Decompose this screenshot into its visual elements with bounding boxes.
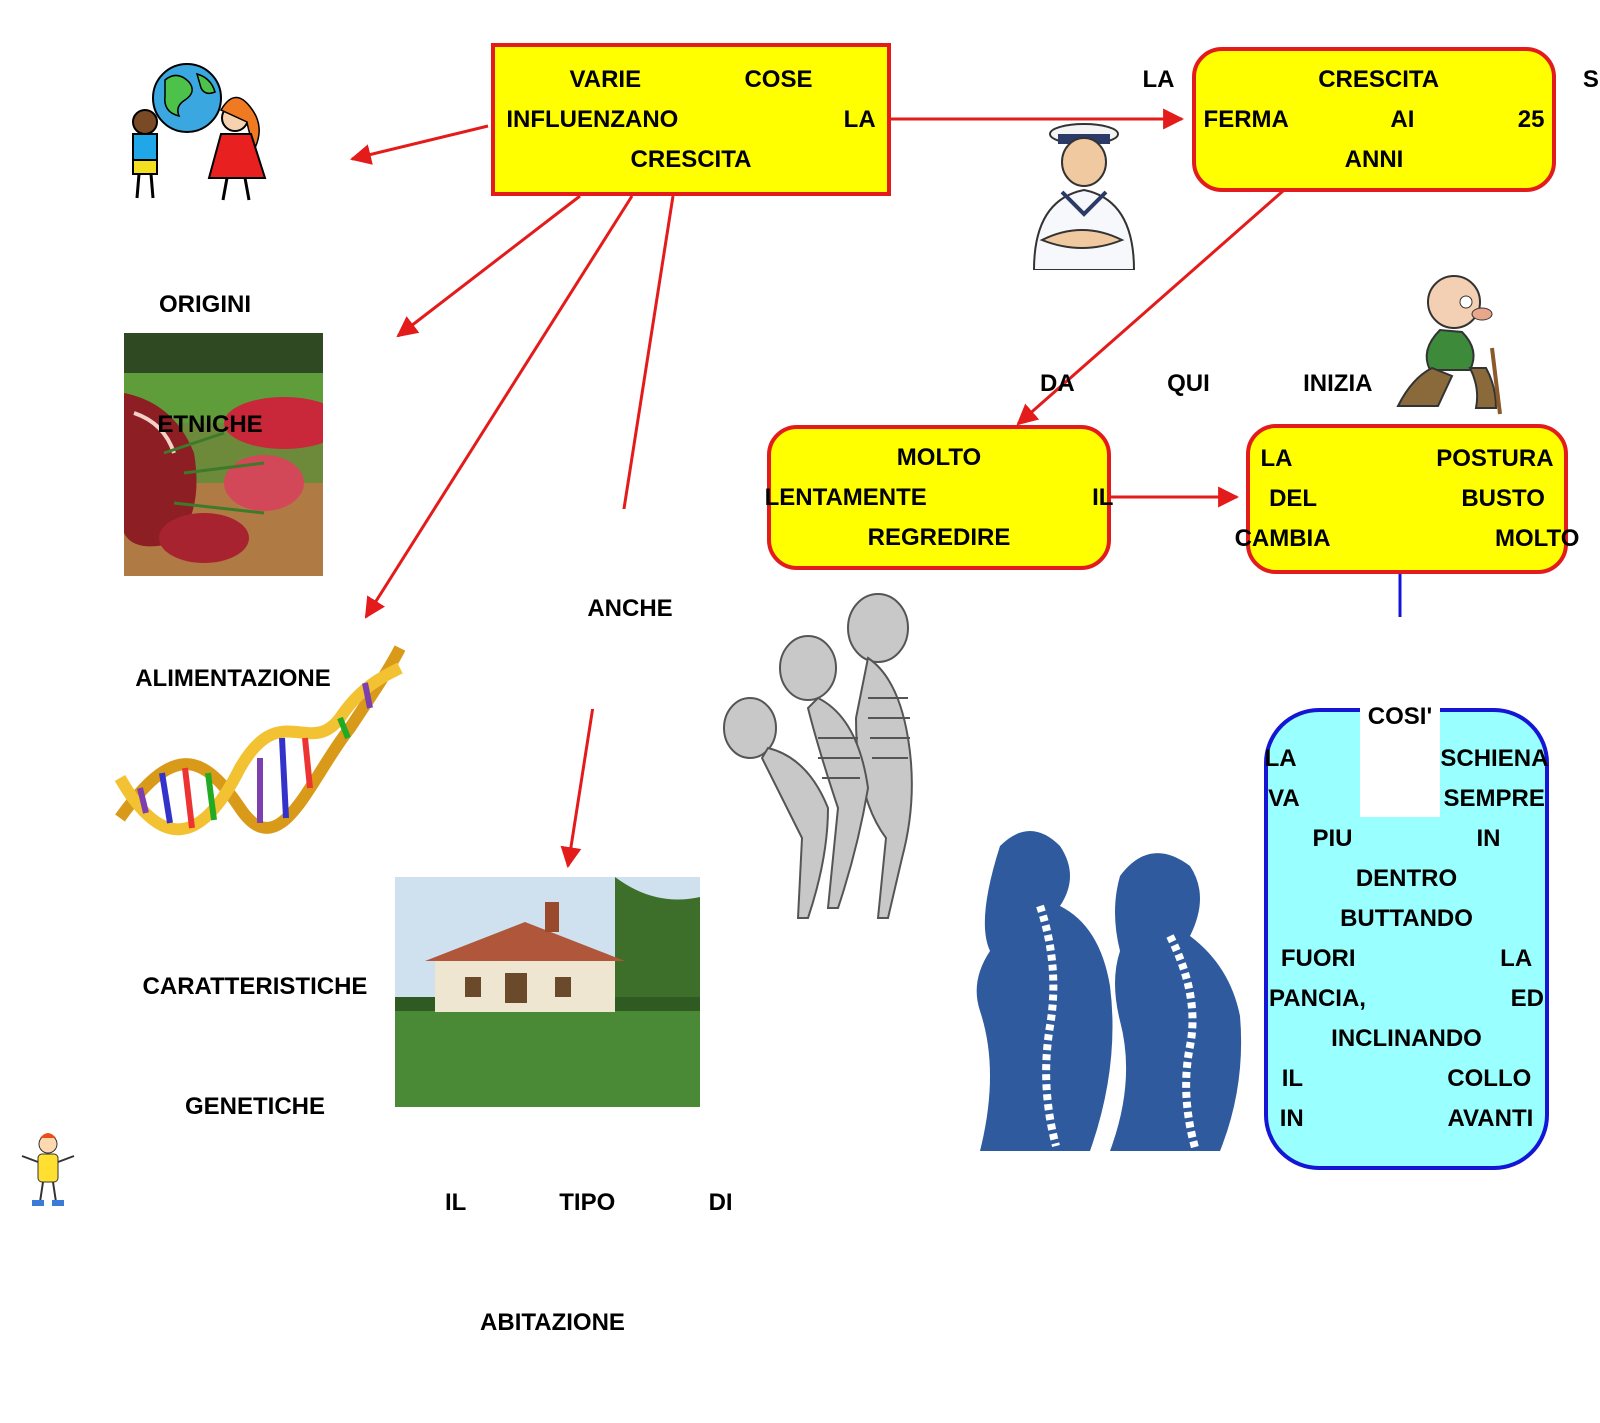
node-line: CAMBIA MOLTO xyxy=(1234,525,1580,552)
label-line: IL TIPO DI xyxy=(445,1189,733,1216)
node-line: BUTTANDO xyxy=(1340,905,1473,932)
label-line: ANCHE xyxy=(587,595,673,622)
mascot-icon xyxy=(21,1133,75,1206)
node-line: FUORI LA xyxy=(1280,945,1533,972)
meat-food-photo xyxy=(124,333,323,576)
label-anche: ANCHE xyxy=(570,509,690,709)
node-line: PIU IN xyxy=(1312,825,1501,852)
house-photo xyxy=(395,877,700,1107)
node-line: DENTRO xyxy=(1355,865,1458,892)
node-molto-lentamente[interactable]: MOLTO LENTAMENTE IL REGREDIRE xyxy=(764,425,1114,570)
label-cosi: COSI' xyxy=(1360,617,1440,817)
node-line: LA CRESCITA SI xyxy=(1142,65,1600,93)
node-line: IL COLLO xyxy=(1281,1065,1532,1092)
node-line: REGREDIRE xyxy=(867,523,1011,551)
sailor-illustration xyxy=(1032,123,1136,270)
label-line: CARATTERISTICHE xyxy=(142,973,368,1000)
node-varie-cose[interactable]: VARIE COSE INFLUENZANO LA CRESCITA xyxy=(491,43,891,196)
label-line: ALIMENTAZIONE xyxy=(135,665,331,692)
node-line: ANNI xyxy=(1344,145,1404,173)
label-line: COSI' xyxy=(1367,703,1433,730)
node-line: PANCIA, ED xyxy=(1269,985,1544,1012)
label-line: DA QUI INIZIA xyxy=(1040,370,1373,397)
node-line: IN AVANTI xyxy=(1279,1105,1534,1132)
node-schiena[interactable]: LA SCHIENA VA SEMPRE PIU IN DENTRO BUTTA… xyxy=(1264,708,1549,1170)
node-postura[interactable]: LA POSTURA DEL BUSTO CAMBIA MOLTO xyxy=(1235,424,1579,574)
node-line: INFLUENZANO LA xyxy=(506,105,876,133)
label-tipo-abitazione: IL TIPO DI ABITAZIONE xyxy=(445,1103,733,1423)
label-caratteristiche-genetiche: CARATTERISTICHE GENETICHE xyxy=(120,887,390,1207)
node-line: LENTAMENTE IL xyxy=(764,483,1114,511)
label-da-qui-inizia: DA QUI INIZIA xyxy=(1040,284,1373,484)
node-line: VA SEMPRE xyxy=(1268,785,1545,812)
label-line: ABITAZIONE xyxy=(480,1309,625,1336)
node-line: CRESCITA xyxy=(630,145,752,173)
arrow-to-molto xyxy=(1016,189,1284,426)
dna-helix-illustration xyxy=(114,645,405,836)
children-globe-illustration xyxy=(132,63,267,201)
node-line: INCLINANDO xyxy=(1331,1025,1482,1052)
label-line: ORIGINI xyxy=(158,291,251,318)
spine-silhouettes-illustration xyxy=(976,831,1242,1151)
arrow-to-genetiche xyxy=(364,195,634,619)
node-line: LA SCHIENA xyxy=(1264,745,1549,772)
arrow-to-alimentazione xyxy=(396,194,581,338)
arrow-to-origini xyxy=(349,124,489,165)
node-line: LA POSTURA xyxy=(1260,445,1554,472)
node-line: MOLTO xyxy=(896,443,982,471)
label-line: ETNICHE xyxy=(157,411,263,438)
node-line: VARIE COSE xyxy=(569,65,813,93)
skeletons-illustration xyxy=(723,593,913,919)
label-line: GENETICHE xyxy=(184,1093,325,1120)
node-line: DEL BUSTO xyxy=(1269,485,1545,512)
label-origini-etniche: ORIGINI ETNICHE xyxy=(130,205,290,525)
old-man-illustration xyxy=(1396,275,1502,415)
label-alimentazione: ALIMENTAZIONE xyxy=(113,579,353,779)
concept-map: VARIE COSE INFLUENZANO LA CRESCITA LA CR… xyxy=(21,43,1600,1336)
node-crescita[interactable]: LA CRESCITA SI FERMA AI 25 ANNI xyxy=(1142,47,1600,192)
node-line: FERMA AI 25 xyxy=(1203,105,1545,133)
